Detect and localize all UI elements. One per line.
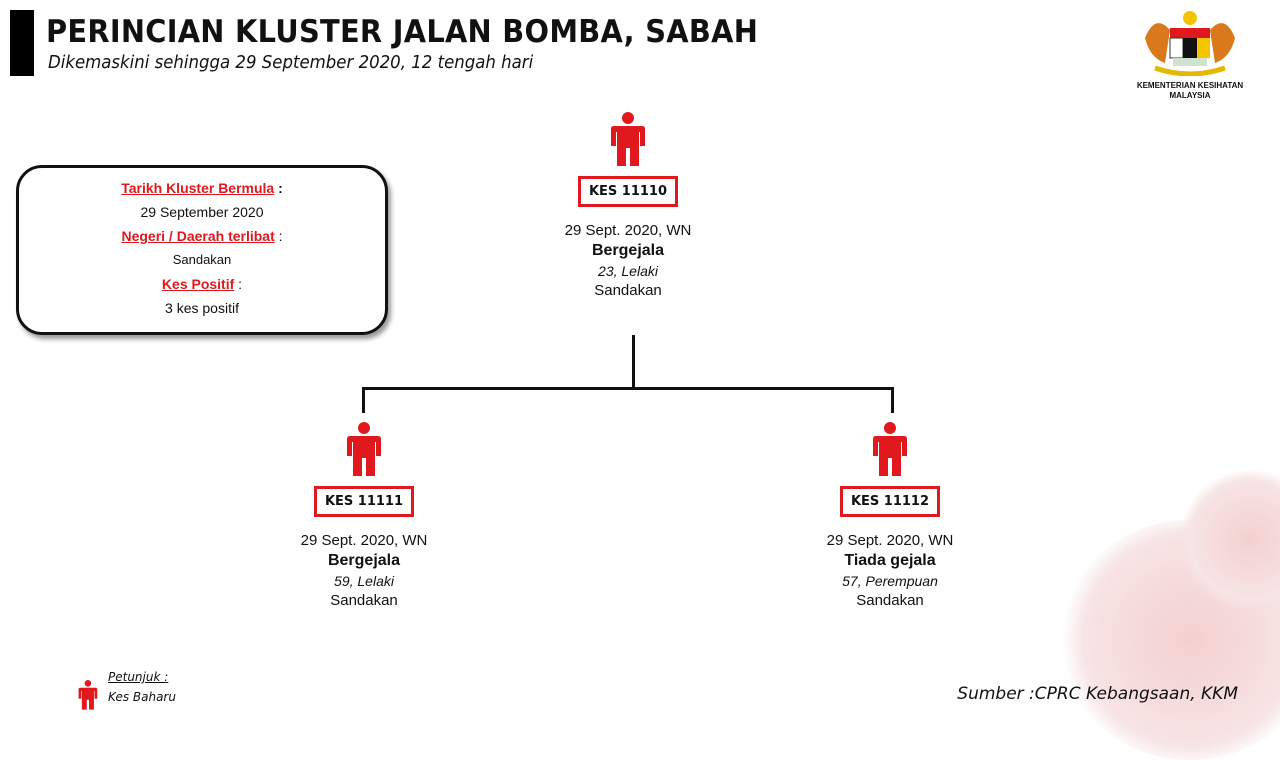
case-node: KES 11110 29 Sept. 2020, WN Bergejala 23…: [508, 112, 748, 301]
region: Sandakan: [172, 252, 232, 267]
legend: Petunjuk : Kes Baharu: [78, 670, 176, 710]
page-subtitle: Dikemaskini sehingga 29 September 2020, …: [48, 52, 534, 73]
cluster-info-box: Tarikh Kluster Bermula : 29 September 20…: [16, 165, 388, 335]
case-id: KES 11111: [313, 486, 415, 517]
kkm-logo: KEMENTERIAN KESIHATAN MALAYSIA: [1118, 8, 1262, 101]
page-title: PERINCIAN KLUSTER JALAN BOMBA, SABAH: [46, 14, 759, 50]
positive-count: 3 kes positif: [165, 300, 239, 316]
connector-line: [632, 335, 635, 389]
connector-line: [362, 387, 894, 390]
case-node: KES 11112 29 Sept. 2020, WN Tiada gejala…: [770, 422, 1010, 611]
person-icon: [508, 112, 748, 170]
person-icon: [770, 422, 1010, 480]
start-date: 29 September 2020: [140, 204, 264, 220]
person-icon: [244, 422, 484, 480]
case-id: KES 11112: [839, 486, 941, 517]
title-bar: [10, 10, 34, 76]
coat-of-arms-icon: [1145, 11, 1235, 77]
case-node: KES 11111 29 Sept. 2020, WN Bergejala 59…: [244, 422, 484, 611]
source-note: Sumber :CPRC Kebangsaan, KKM: [957, 684, 1238, 704]
person-icon: [78, 680, 98, 711]
connector-line: [362, 387, 365, 413]
connector-line: [891, 387, 894, 413]
case-id: KES 11110: [577, 176, 679, 207]
